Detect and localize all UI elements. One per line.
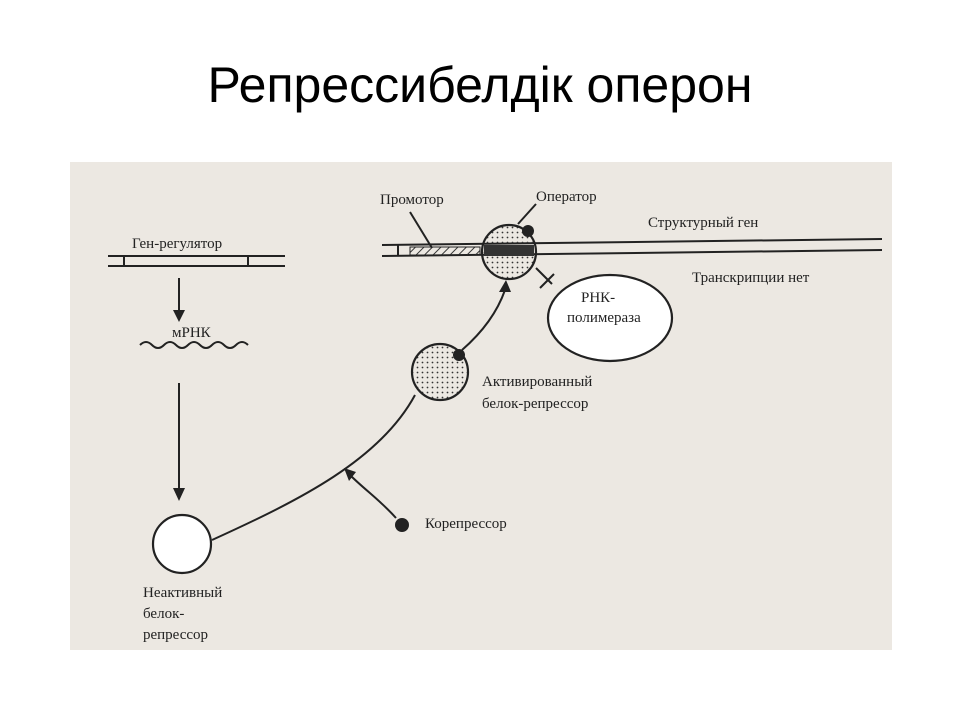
inactive-repressor-circle: [151, 513, 213, 575]
activation-path: [211, 394, 416, 541]
no-transcription-label: Транскрипции нет: [692, 270, 810, 286]
corepressor-arrow: [344, 468, 397, 519]
activated-repressor: [410, 342, 470, 402]
inactive-repressor-label-3: репрессор: [143, 627, 208, 643]
bound-repressor: [480, 223, 538, 281]
rna-polymerase-label-2: полимераза: [567, 310, 641, 326]
mrna-label: мРНК: [172, 325, 212, 341]
promoter-label: Промотор: [380, 192, 444, 208]
promoter-region: [409, 246, 481, 256]
corepressor-dot: [395, 518, 409, 532]
operon-dna: [381, 238, 883, 257]
corepressor-label: Корепрессор: [425, 516, 507, 532]
rna-polymerase-label-1: РНК-: [581, 290, 615, 306]
activated-repressor-label-1: Активированный: [482, 374, 592, 390]
slide-title: Репрессибелдік оперон: [207, 57, 753, 113]
arrow-gene-to-mrna: [173, 278, 185, 322]
operator-label: Оператор: [536, 189, 597, 205]
arrow-to-operator: [461, 280, 511, 351]
structural-gene-label: Структурный ген: [648, 215, 758, 231]
gene-regulator-label: Ген-регулятор: [132, 236, 222, 252]
inactive-repressor-label-2: белок-: [143, 606, 184, 622]
gene-regulator-dna: [108, 255, 285, 267]
operator-pointer: [517, 203, 537, 225]
mrna-strand: [139, 341, 249, 349]
inactive-repressor-label-1: Неактивный: [143, 585, 222, 601]
arrow-mrna-to-repressor: [173, 383, 185, 501]
activated-repressor-label-2: белок-репрессор: [482, 396, 588, 412]
blocked-transcription-mark: [535, 267, 555, 289]
promoter-pointer: [409, 211, 433, 249]
rna-polymerase-ellipse: [546, 273, 674, 363]
